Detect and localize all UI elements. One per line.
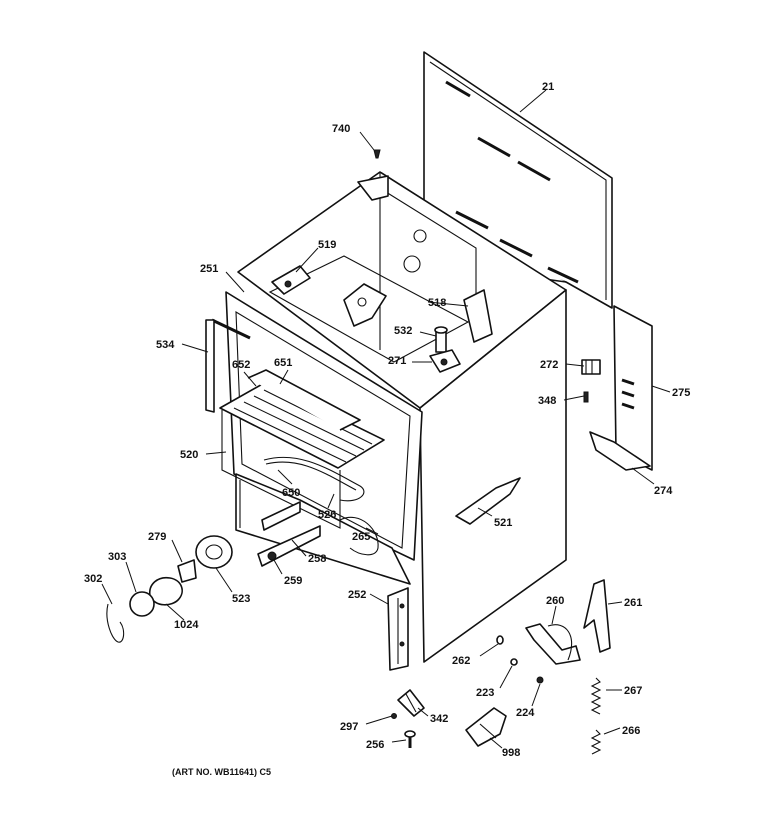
label-265: 265 <box>352 531 370 543</box>
light-bulb-1024 <box>148 576 183 606</box>
thermostat-271 <box>429 349 461 373</box>
wire-clip-302 <box>106 603 125 643</box>
screw-256 <box>404 730 416 748</box>
label-342: 342 <box>430 713 448 725</box>
screw-740 <box>373 149 381 159</box>
label-534: 534 <box>156 339 175 351</box>
label-262: 262 <box>452 655 470 667</box>
light-socket-279 <box>177 559 197 583</box>
drawer-slide-252 <box>387 587 409 671</box>
label-266: 266 <box>622 725 640 737</box>
label-279: 279 <box>148 531 166 543</box>
label-650: 650 <box>282 487 300 499</box>
label-348: 348 <box>538 395 556 407</box>
label-520: 520 <box>180 449 198 461</box>
door-hinge-receiver <box>257 501 321 567</box>
label-532: 532 <box>394 325 412 337</box>
label-274: 274 <box>654 485 673 497</box>
oven-rack <box>219 369 385 529</box>
label-256: 256 <box>366 739 384 751</box>
label-267: 267 <box>624 685 642 697</box>
label-251: 251 <box>200 263 218 275</box>
side-trim <box>205 319 215 413</box>
range-cabinet <box>237 171 567 663</box>
label-302: 302 <box>84 573 102 585</box>
label-303: 303 <box>108 551 126 563</box>
label-224: 224 <box>516 707 535 719</box>
label-518: 518 <box>428 297 446 309</box>
label-521: 521 <box>494 517 512 529</box>
spring-267 <box>590 677 602 715</box>
bake-element <box>263 456 365 502</box>
label-272: 272 <box>540 359 558 371</box>
bracket-342 <box>397 689 425 717</box>
pin-266 <box>590 729 602 755</box>
art-number-caption: (ART NO. WB11641) C5 <box>172 767 271 777</box>
clip-348 <box>583 391 589 403</box>
label-252: 252 <box>348 589 366 601</box>
label-261: 261 <box>624 597 642 609</box>
label-526: 526 <box>318 509 336 521</box>
lock-lever-261 <box>583 579 611 653</box>
bracket-518 <box>463 289 493 343</box>
rear-cover-275 <box>589 305 653 471</box>
label-260: 260 <box>546 595 564 607</box>
leader-lines <box>101 89 671 749</box>
label-651: 651 <box>274 357 292 369</box>
sensor-532 <box>434 326 448 353</box>
label-223: 223 <box>476 687 494 699</box>
rivet-224 <box>536 676 544 684</box>
washer-297 <box>391 713 397 719</box>
label-523: 523 <box>232 593 250 605</box>
bracket-998 <box>465 707 507 747</box>
label-297: 297 <box>340 721 358 733</box>
label-21: 21 <box>542 81 554 93</box>
label-519: 519 <box>318 239 336 251</box>
label-275: 275 <box>672 387 690 399</box>
label-998: 998 <box>502 747 520 759</box>
lock-link-260 <box>525 623 581 665</box>
lens-303 <box>129 591 155 617</box>
label-271: 271 <box>388 355 406 367</box>
label-258: 258 <box>308 553 326 565</box>
screw-223 <box>510 658 518 666</box>
label-259: 259 <box>284 575 302 587</box>
label-1024: 1024 <box>174 619 199 631</box>
label-740: 740 <box>332 123 350 135</box>
label-652: 652 <box>232 359 250 371</box>
light-cover-523 <box>195 535 233 569</box>
bracket-519 <box>271 265 311 295</box>
broil-element <box>339 516 379 556</box>
terminal-block-272 <box>581 359 601 375</box>
part-labels: 21 740 519 251 518 534 532 652 651 271 2… <box>84 81 690 759</box>
screw-262 <box>496 635 504 645</box>
